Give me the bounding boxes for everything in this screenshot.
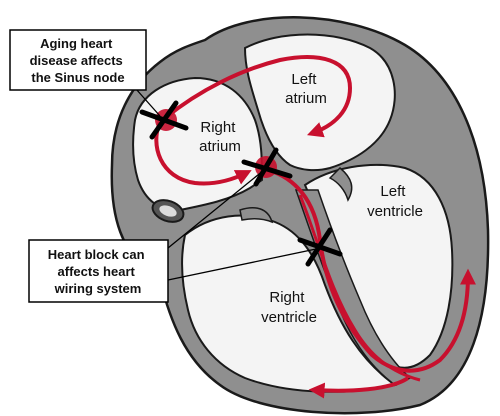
conduction-path-left-atrium xyxy=(163,55,353,138)
conduction-path-bundle xyxy=(267,168,476,373)
sinus-node-callout-box xyxy=(9,29,147,91)
tricuspid-valve-leaflet xyxy=(239,207,274,224)
mitral-valve-leaflet xyxy=(328,166,353,202)
heart-block-callout: Heart block can affects heart wiring sys… xyxy=(28,239,169,303)
left-atrium-chamber xyxy=(243,33,396,172)
bundle-block-icon xyxy=(297,227,343,267)
right-ventricle-label: Right ventricle xyxy=(261,289,317,326)
left-ventricle-label: Left ventricle xyxy=(367,183,423,220)
heart-block-leader-av xyxy=(167,169,265,249)
coronary-sinus-inner xyxy=(159,205,177,217)
conduction-path-bundle-inner xyxy=(298,194,421,382)
right-atrium-chamber xyxy=(132,76,264,212)
heart-block-callout-text: Heart block can affects heart wiring sys… xyxy=(48,247,148,296)
sinus-node-callout: Aging heart disease affects the Sinus no… xyxy=(9,29,147,91)
heart-block-callout-box xyxy=(28,239,169,303)
right-atrium-label: Right atrium xyxy=(199,119,241,155)
heart-block-leader-bundle xyxy=(167,248,317,281)
sinus-node-block-icon xyxy=(139,100,189,140)
left-atrium-label: Left atrium xyxy=(285,71,327,107)
sinus-node-callout-text: Aging heart disease affects the Sinus no… xyxy=(30,36,127,85)
av-node-block-icon xyxy=(241,147,293,187)
conduction-path-right-ventricle xyxy=(308,376,410,399)
conduction-path-right-atrium xyxy=(154,121,252,186)
